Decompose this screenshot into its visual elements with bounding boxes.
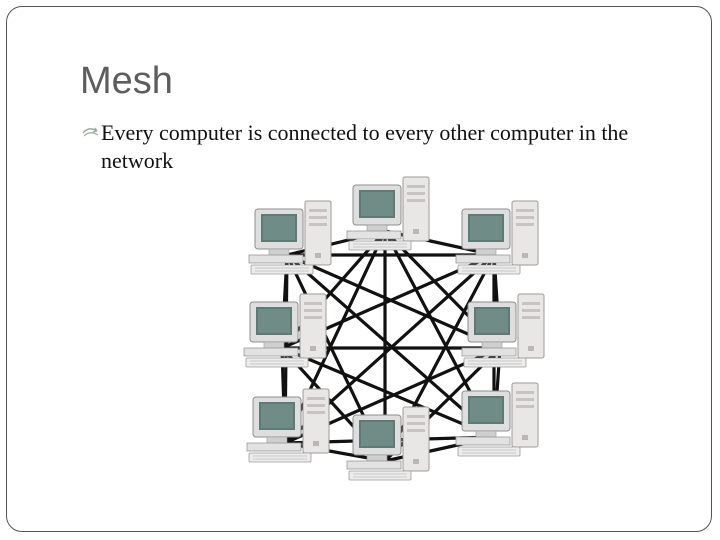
computer-bottom-right-icon [456, 383, 538, 456]
mesh-network-diagram [192, 155, 596, 517]
computer-top-right-icon [456, 201, 538, 274]
computer-right-icon [462, 294, 544, 367]
computer-top-icon [347, 177, 429, 250]
bullet-arrow-icon [82, 126, 100, 140]
computer-bottom-icon [347, 407, 429, 480]
computer-left-icon [244, 294, 326, 367]
computer-top-left-icon [249, 201, 331, 274]
slide-title: Mesh [80, 58, 173, 104]
computer-bottom-left-icon [247, 389, 329, 462]
